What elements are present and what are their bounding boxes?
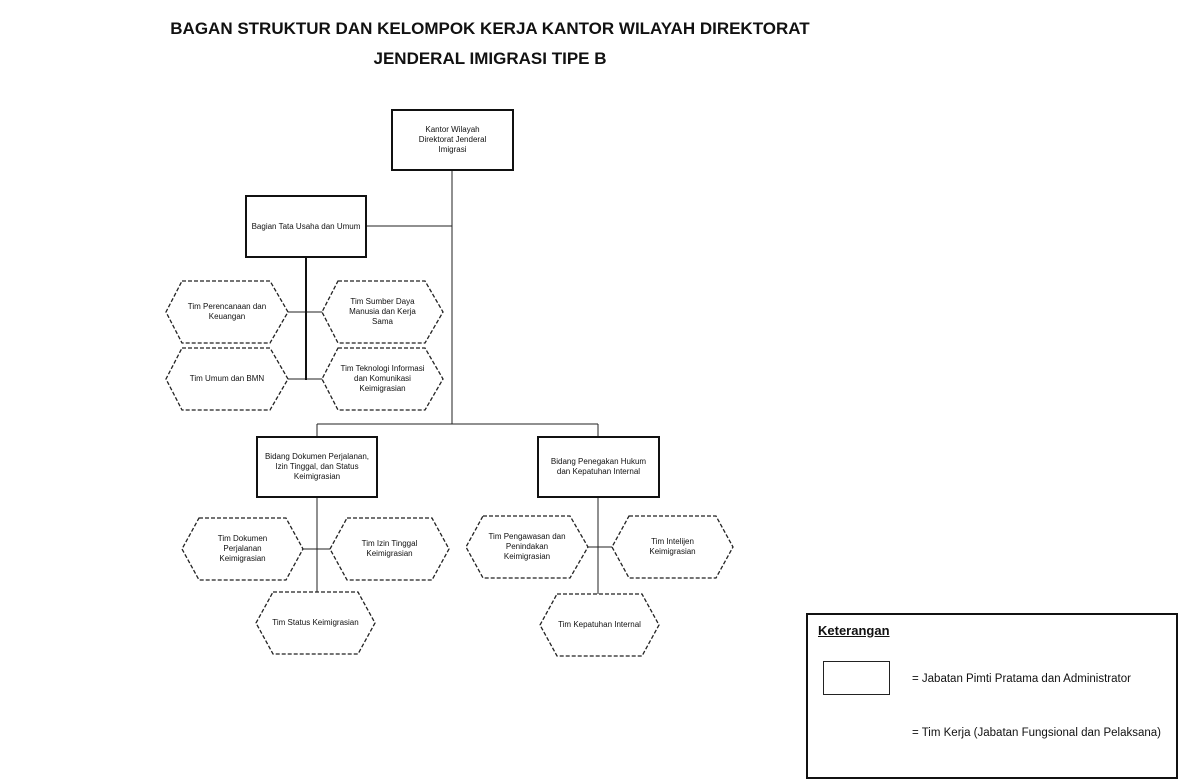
chart-title-line-2: JENDERAL IMIGRASI TIPE B	[373, 49, 607, 68]
team-izin-tinggal: Tim Izin Tinggal Keimigrasian	[361, 539, 418, 558]
hex-intelijen	[611, 515, 734, 579]
team-sdm: Tim Sumber Daya Manusia dan Kerja Sama	[349, 297, 416, 326]
hex-umum-bmn	[165, 347, 289, 411]
team-hexagons	[165, 280, 897, 752]
legend-hex-label: = Tim Kerja (Jabatan Fungsional dan Pela…	[912, 727, 1161, 739]
hex-perencanaan	[165, 280, 289, 344]
team-perencanaan: Tim Perencanaan dan Keuangan	[187, 302, 267, 321]
hex-status	[255, 591, 376, 655]
legend-panel: Keterangan = Jabatan Pimti Pratama dan A…	[806, 613, 1178, 779]
hex-pengawasan	[465, 515, 589, 579]
chart-title-line-1: BAGAN STRUKTUR DAN KELOMPOK KERJA KANTOR…	[170, 19, 810, 38]
team-intelijen: Tim Intelijen Keimigrasian	[649, 537, 696, 556]
team-pengawasan: Tim Pengawasan dan Penindakan Keimigrasi…	[488, 532, 566, 561]
team-ti: Tim Teknologi Informasi dan Komunikasi K…	[340, 364, 425, 393]
legend-title: Keterangan	[818, 623, 890, 638]
hex-dok-perjalanan	[181, 517, 304, 581]
node-dokumen: Bidang Dokumen Perjalanan, Izin Tinggal,…	[256, 436, 378, 498]
node-root: Kantor Wilayah Direktorat Jenderal Imigr…	[391, 109, 514, 171]
hex-kepatuhan	[539, 593, 660, 657]
node-penegakan: Bidang Penegakan Hukum dan Kepatuhan Int…	[537, 436, 660, 498]
team-status: Tim Status Keimigrasian	[272, 618, 359, 627]
team-umum-bmn: Tim Umum dan BMN	[189, 374, 265, 383]
legend-box-icon	[823, 661, 890, 695]
hex-ti	[321, 347, 444, 411]
hex-izin-tinggal	[329, 517, 450, 581]
legend-box-label: = Jabatan Pimti Pratama dan Administrato…	[912, 673, 1131, 685]
team-kepatuhan: Tim Kepatuhan Internal	[558, 620, 641, 629]
team-dok-perjalanan: Tim Dokumen Perjalanan Keimigrasian	[217, 534, 268, 563]
hex-sdm	[321, 280, 444, 344]
node-tata-usaha: Bagian Tata Usaha dan Umum	[245, 195, 367, 258]
